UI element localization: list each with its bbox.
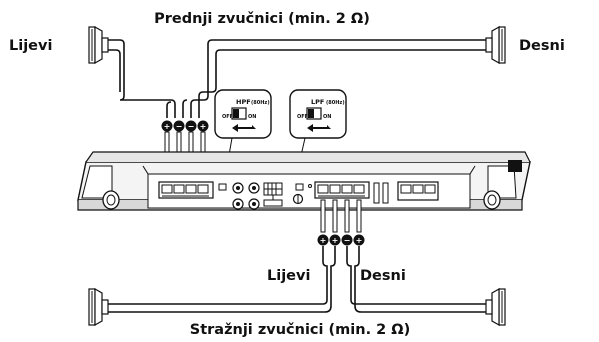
- front-wires: [108, 39, 486, 118]
- slide-switch-icon: [231, 107, 247, 120]
- svg-text:−: −: [176, 122, 183, 131]
- svg-text:HPF: HPF: [236, 98, 251, 106]
- rear-terminal-block: [314, 181, 370, 199]
- svg-text:(80Hz): (80Hz): [251, 100, 270, 106]
- polarity-marker: +: [161, 120, 173, 132]
- polarity-marker: −: [341, 234, 353, 246]
- rear-feed-lines: [320, 199, 362, 233]
- arrow-left-icon: [307, 124, 331, 132]
- polarity-marker: −: [185, 120, 197, 132]
- rca-jack-icon: [232, 182, 260, 210]
- mount-hole-right: [483, 190, 501, 210]
- lpf-switch-body: [295, 183, 304, 191]
- speaker-front-left-icon: [88, 25, 109, 65]
- front-terminal-block: [158, 181, 214, 199]
- svg-text:OFF: OFF: [222, 114, 233, 120]
- polarity-marker: +: [317, 234, 329, 246]
- slide-switch-icon: [306, 107, 322, 120]
- svg-text:(80Hz): (80Hz): [326, 100, 345, 106]
- svg-text:ON: ON: [323, 114, 331, 120]
- led-indicator: [308, 184, 312, 188]
- polarity-marker: +: [197, 120, 209, 132]
- svg-text:−: −: [188, 122, 195, 131]
- svg-text:+: +: [200, 122, 207, 131]
- input-connector-icon: [263, 182, 283, 207]
- amplifier: [77, 151, 531, 211]
- svg-text:+: +: [164, 122, 171, 131]
- polarity-marker: +: [353, 234, 365, 246]
- svg-text:ON: ON: [248, 114, 256, 120]
- front-speakers-title: Prednji zvučnici (min. 2 Ω): [154, 11, 370, 27]
- svg-text:+: +: [332, 236, 339, 245]
- rear-wires: [108, 246, 486, 313]
- rear-right-label: Desni: [360, 268, 406, 284]
- front-polarity-markers: + − − +: [161, 120, 209, 132]
- arrow-left-icon: [232, 124, 256, 132]
- speaker-rear-left-icon: [88, 287, 109, 327]
- lpf-switch-callout: LPF (80Hz) OFF ON: [289, 89, 347, 179]
- hpf-switch-body: [218, 183, 227, 191]
- polarity-marker: −: [173, 120, 185, 132]
- svg-text:OFF: OFF: [297, 114, 308, 120]
- fuse-icon: [373, 182, 389, 204]
- svg-text:+: +: [356, 236, 363, 245]
- svg-text:−: −: [344, 236, 351, 245]
- front-right-label: Desni: [519, 38, 565, 54]
- svg-text:+: +: [320, 236, 327, 245]
- power-terminal-block: [397, 181, 439, 201]
- speaker-front-right-icon: [485, 25, 506, 65]
- polarity-marker: +: [329, 234, 341, 246]
- svg-text:LPF: LPF: [311, 98, 324, 106]
- rear-polarity-markers: + + − +: [317, 234, 365, 246]
- speaker-rear-right-icon: [485, 287, 506, 327]
- rear-left-label: Lijevi: [267, 268, 310, 284]
- front-left-label: Lijevi: [9, 38, 52, 54]
- rear-speakers-title: Stražnji zvučnici (min. 2 Ω): [190, 322, 410, 338]
- mount-hole-left: [102, 190, 120, 210]
- gain-knob-icon: [292, 193, 304, 205]
